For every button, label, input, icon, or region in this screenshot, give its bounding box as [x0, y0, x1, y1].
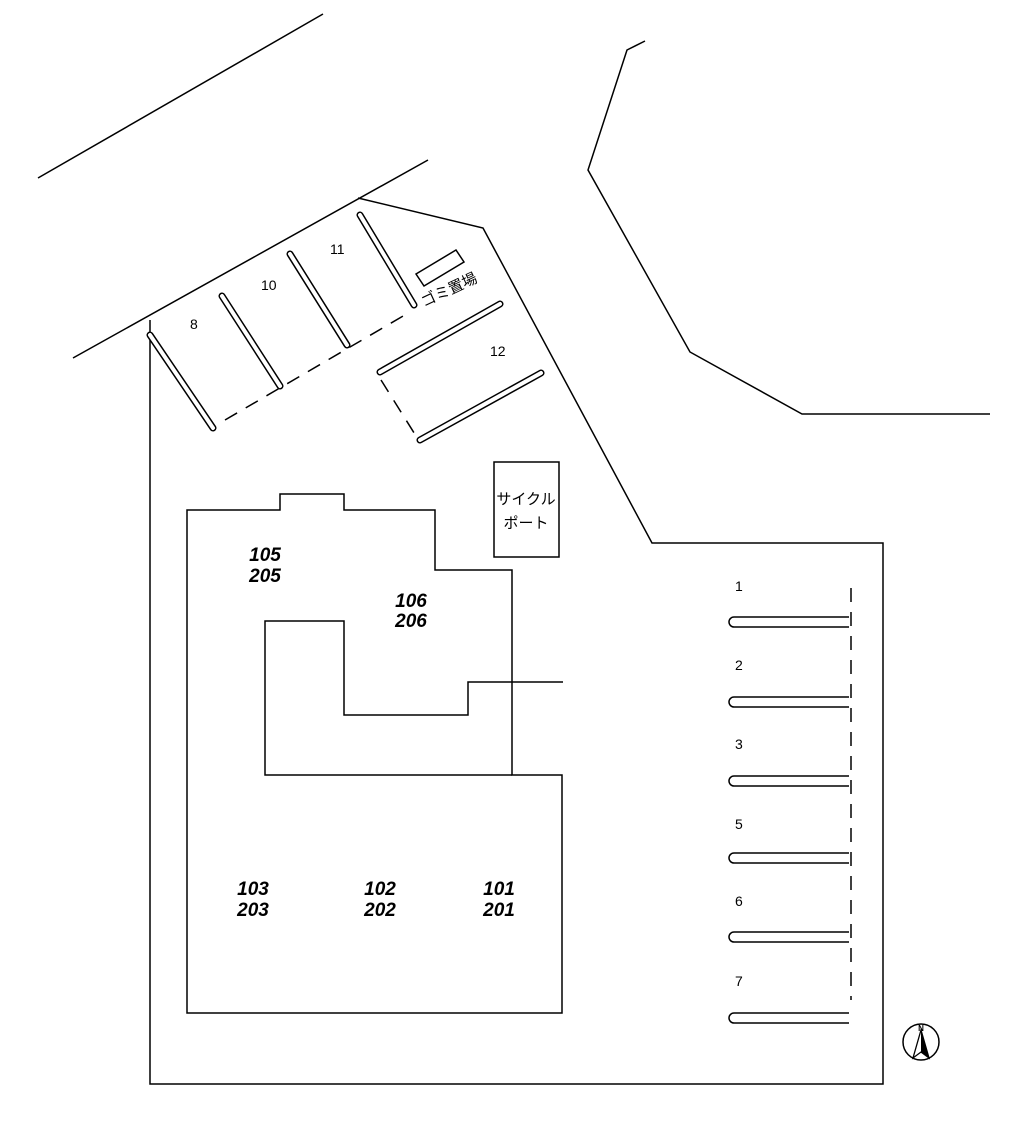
- cycle-port-label-line2: ポート: [503, 514, 548, 532]
- north-stall-divider-4-fill: [358, 213, 416, 307]
- stall-12-divider-a-fill: [378, 302, 502, 374]
- unit-number: 203: [236, 900, 269, 921]
- unit-number: 101: [483, 879, 515, 900]
- parking-number: 5: [735, 816, 743, 832]
- unit-number: 102: [364, 879, 396, 900]
- apartment-building: [186, 493, 563, 1014]
- road-edge-lot-front: [72, 159, 429, 359]
- east-stall-divider-5: [728, 931, 849, 943]
- stall-12-divider-b-fill: [418, 371, 543, 442]
- east-parking-stalls: [728, 588, 852, 1024]
- stall-12-front-line: [380, 379, 417, 437]
- parking-number: 10: [261, 277, 277, 293]
- parking-number: 1: [735, 578, 743, 594]
- north-stall-front-line: [224, 311, 411, 421]
- parking-number: 12: [490, 343, 506, 359]
- garbage-area: [414, 248, 466, 288]
- parking-number: 8: [190, 316, 198, 332]
- building-courtyard: [264, 620, 563, 776]
- unit-number: 103: [237, 879, 269, 900]
- east-stall-divider-3: [728, 775, 849, 787]
- unit-number: 201: [482, 900, 515, 921]
- east-stall-divider-1: [728, 616, 849, 628]
- parking-number: 6: [735, 893, 743, 909]
- unit-number: 106: [395, 591, 427, 612]
- compass-north-icon: N: [902, 1023, 940, 1061]
- garbage-area-label: ゴミ置場: [418, 269, 480, 311]
- cycle-port: [493, 461, 560, 558]
- parking-number: 7: [735, 973, 743, 989]
- north-stall-divider-1-fill: [148, 333, 215, 430]
- road-edge-north: [37, 13, 324, 179]
- unit-number: 105: [249, 545, 281, 566]
- parking-number: 2: [735, 657, 743, 673]
- east-stall-divider-2: [728, 696, 849, 708]
- parking-number: 3: [735, 736, 743, 752]
- cycle-port-label-line1: サイクル: [496, 490, 555, 508]
- east-stall-divider-4: [728, 852, 849, 864]
- compass-north-letter: N: [918, 1024, 924, 1033]
- parking-number: 11: [330, 241, 345, 257]
- unit-number: 206: [394, 611, 427, 632]
- unit-number: 202: [363, 900, 396, 921]
- road-edge-east: [587, 40, 990, 415]
- east-stall-divider-6: [728, 1012, 849, 1024]
- property-boundary: [149, 197, 884, 1085]
- north-stall-divider-2-fill: [220, 294, 282, 388]
- north-stall-divider-3-fill: [288, 252, 349, 347]
- unit-number: 205: [248, 566, 281, 587]
